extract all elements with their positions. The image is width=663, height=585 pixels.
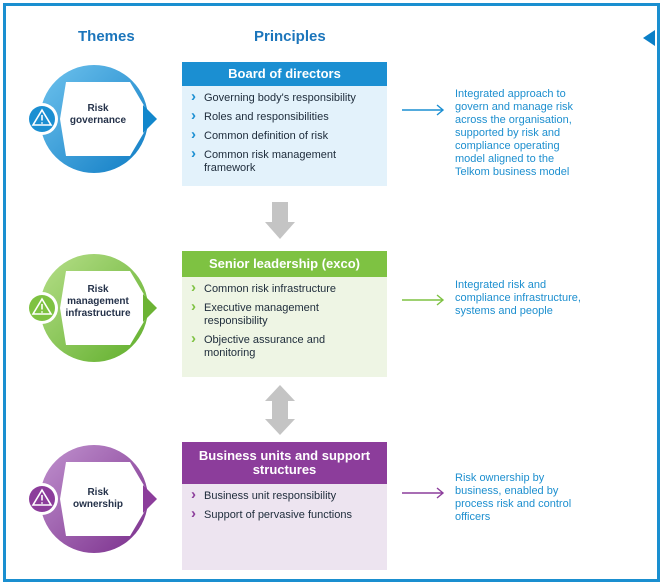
arrow-right-icon [402,104,445,116]
bullet-item: Common risk management framework [190,147,379,175]
double-arrow-connector-icon [265,385,295,435]
description-risk-ownership: Risk ownership by business, enabled by p… [455,472,572,523]
down-arrow-connector-icon [265,202,295,239]
principle-title: Business units and support structures [182,442,387,484]
description-risk-management-infrastructure: Integrated risk and compliance infrastru… [455,279,581,317]
bullet-item: Common risk infrastructure [190,281,379,296]
principle-card-board: Board of directors Governing body's resp… [182,62,387,186]
bullet-item: Business unit responsibility [190,488,379,503]
themes-header: Themes [78,28,135,45]
bullet-item: Roles and responsibilities [190,109,379,124]
theme-badge-risk-management-infrastructure [26,254,157,362]
theme-badge-risk-ownership [26,445,157,553]
warning-triangle-icon [31,297,53,315]
principle-title: Senior leadership (exco) [182,251,387,277]
warning-triangle-icon [31,488,53,506]
warning-triangle-icon [31,108,53,126]
corner-triangle-icon [643,30,655,46]
arrow-right-icon [402,487,445,499]
arrow-right-icon [402,294,445,306]
principle-card-senior-leadership: Senior leadership (exco) Common risk inf… [182,251,387,377]
description-risk-governance: Integrated approach to govern and manage… [455,88,574,178]
bullet-item: Executive management responsibility [190,300,379,328]
principle-title: Board of directors [182,62,387,86]
bullet-item: Support of pervasive functions [190,507,379,522]
bullet-item: Common definition of risk [190,128,379,143]
bullet-item: Objective assurance and monitoring [190,332,379,360]
principle-card-business-units: Business units and support structures Bu… [182,442,387,570]
theme-badge-risk-governance [26,65,157,173]
bullet-item: Governing body's responsibility [190,90,379,105]
principles-header: Principles [254,28,326,45]
